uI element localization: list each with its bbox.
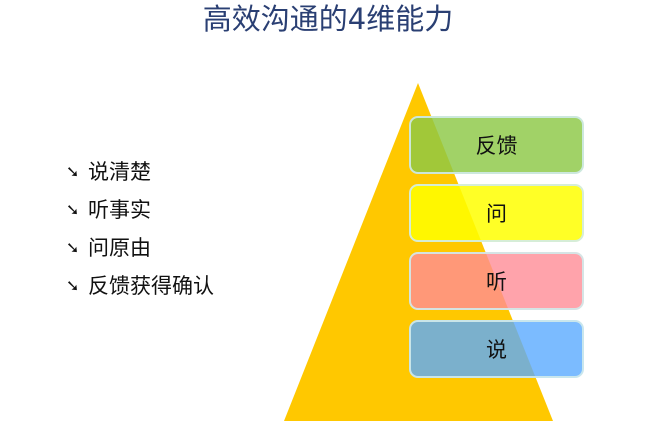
level-label: 问: [486, 202, 507, 226]
level-label: 说: [486, 338, 507, 362]
arrow-down-right-icon: ➘: [66, 199, 80, 219]
bullet-list: ➘ 说清楚 ➘ 听事实 ➘ 问原由 ➘ 反馈获得确认: [66, 152, 214, 304]
bullet-text: 反馈获得确认: [88, 274, 214, 298]
bullet-text: 问原由: [88, 236, 151, 260]
slide-title: 高效沟通的4维能力: [202, 2, 454, 36]
pyramid-level-listen: 听: [409, 252, 584, 310]
arrow-down-right-icon: ➘: [66, 237, 80, 257]
pyramid-level-speak: 说: [409, 320, 584, 378]
arrow-down-right-icon: ➘: [66, 161, 80, 181]
bullet-item: ➘ 说清楚: [66, 152, 214, 190]
bullet-text: 听事实: [88, 198, 151, 222]
bullet-item: ➘ 反馈获得确认: [66, 266, 214, 304]
pyramid-level-ask: 问: [409, 184, 584, 242]
bullet-item: ➘ 听事实: [66, 190, 214, 228]
bullet-item: ➘ 问原由: [66, 228, 214, 266]
arrow-down-right-icon: ➘: [66, 275, 80, 295]
pyramid-level-feedback: 反馈: [409, 116, 584, 174]
level-label: 听: [486, 270, 507, 294]
bullet-text: 说清楚: [88, 160, 151, 184]
level-label: 反馈: [475, 134, 518, 158]
